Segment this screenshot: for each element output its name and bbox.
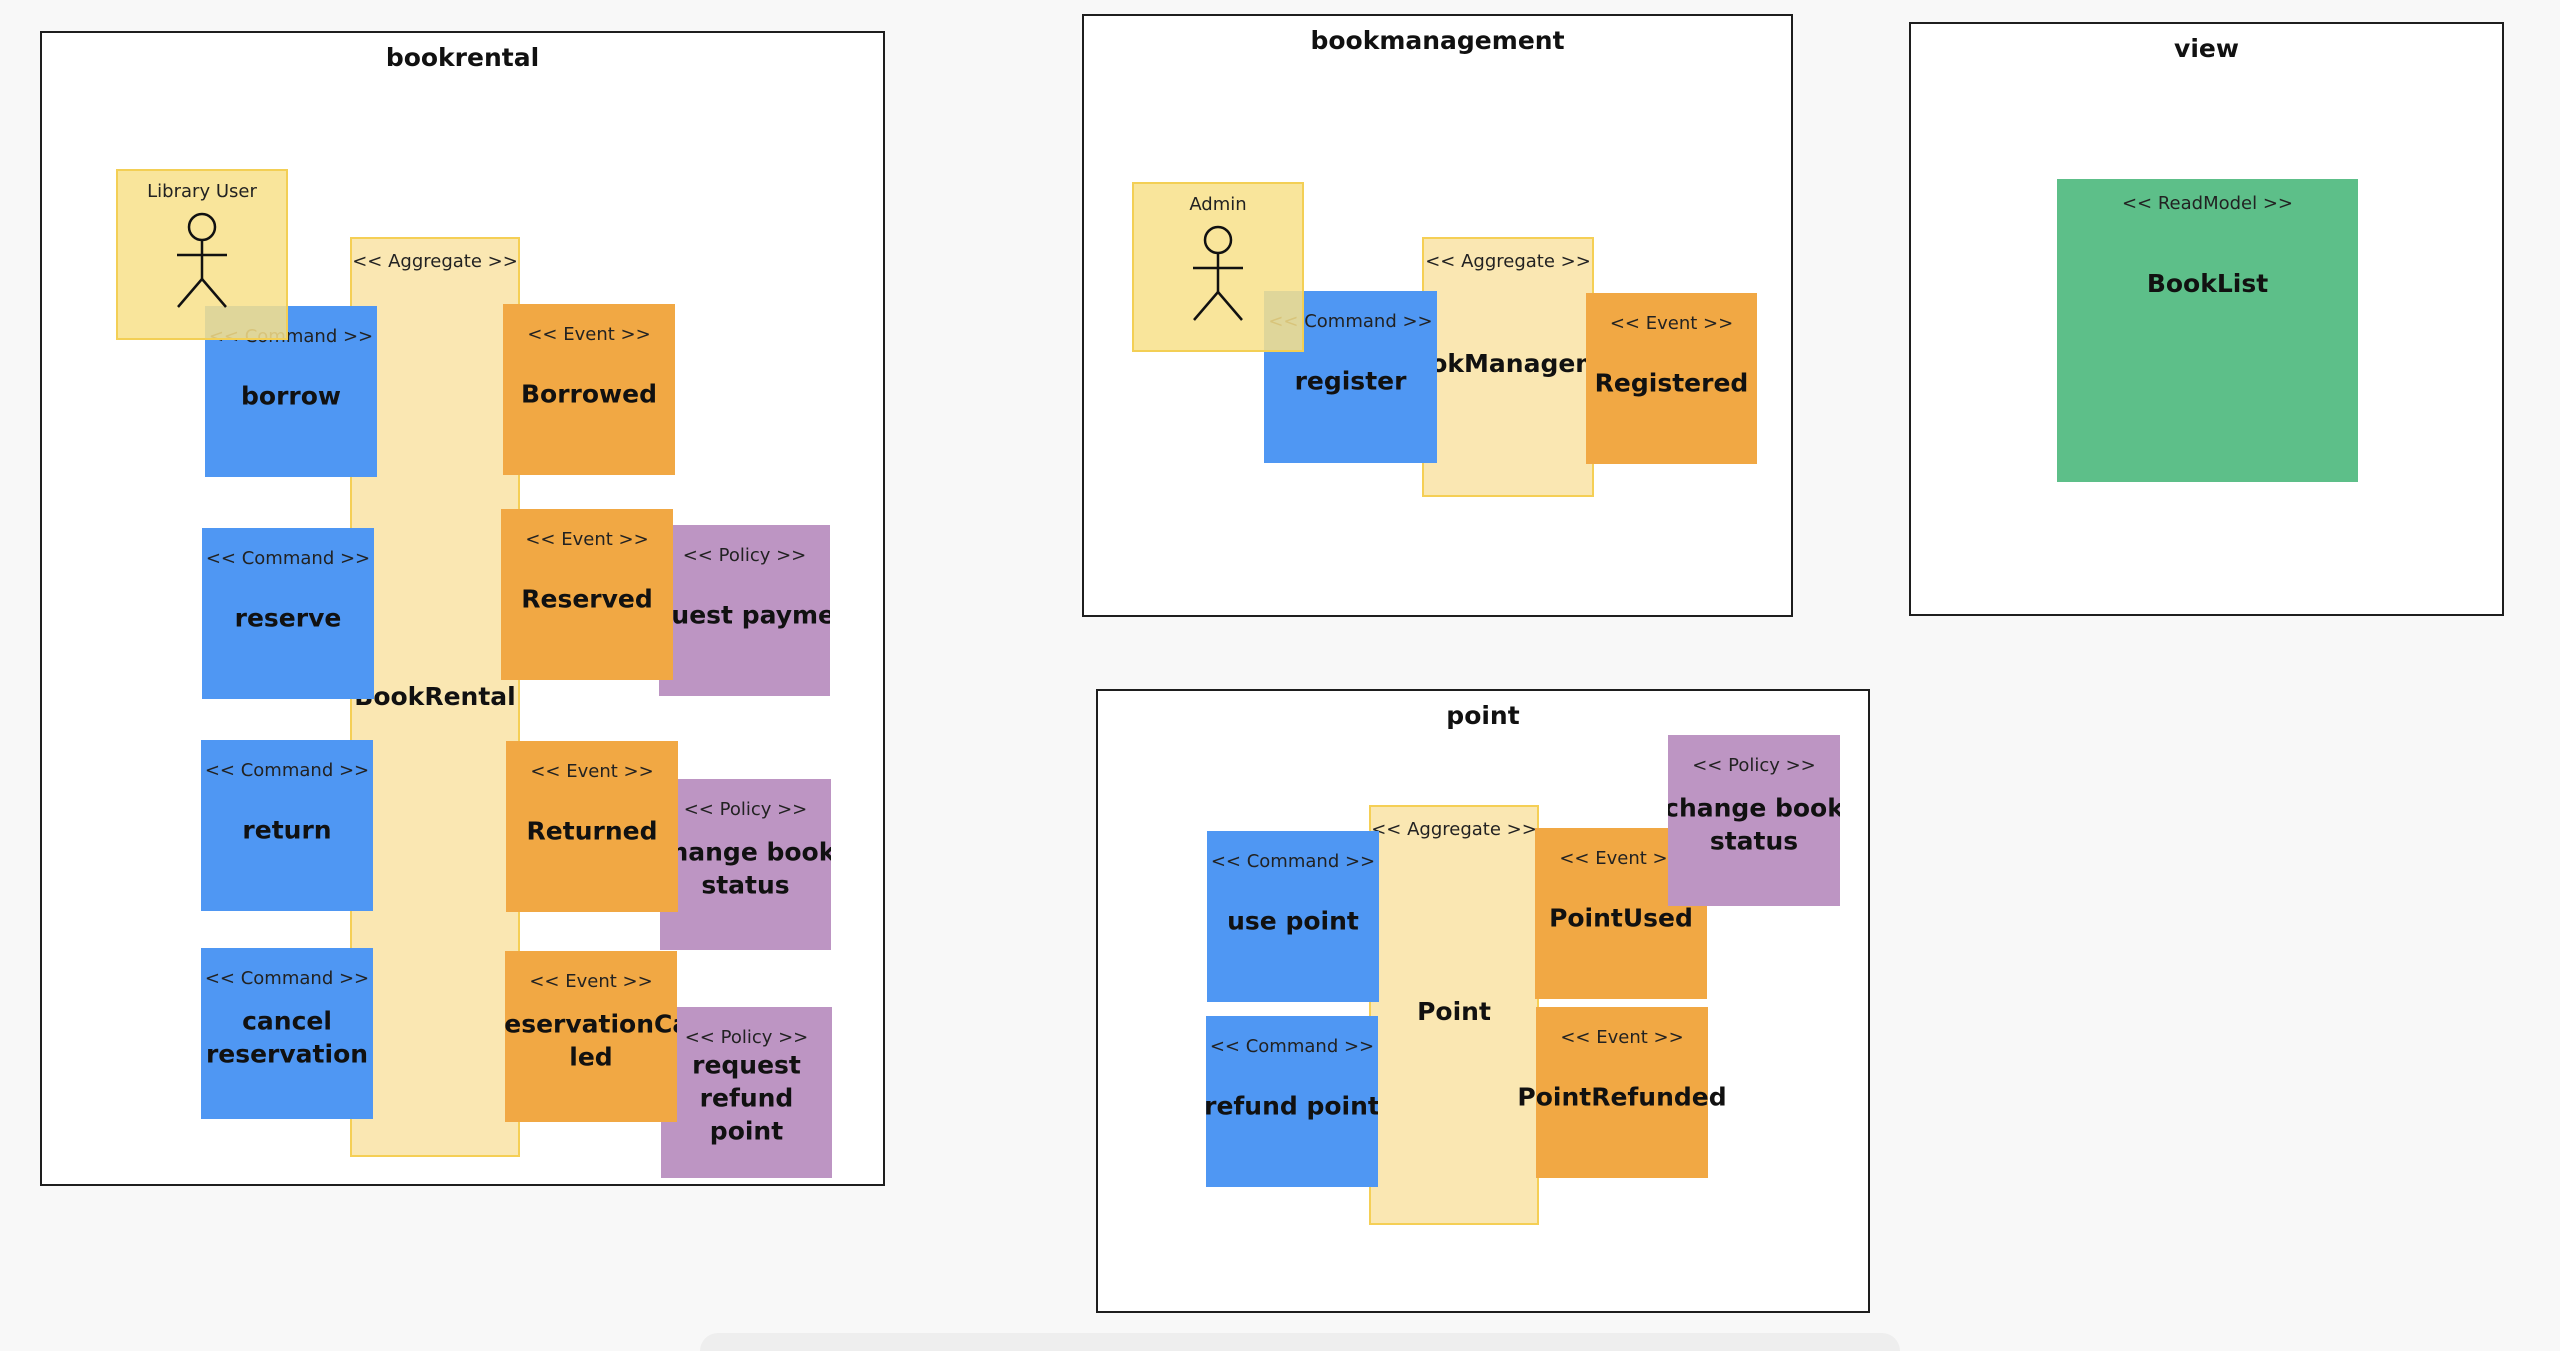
readmodel-stereotype: << ReadModel >> bbox=[2121, 193, 2294, 214]
command-name: register bbox=[1294, 366, 1407, 396]
bounded-context-title: point bbox=[1446, 701, 1520, 730]
event-point-refunded[interactable]: << Event >> PointRefunded bbox=[1517, 1007, 1727, 1178]
command-refund-point[interactable]: << Command >> refund point bbox=[1206, 1016, 1378, 1187]
event-stereotype: << Event >> bbox=[1609, 313, 1734, 334]
command-stereotype: << Command >> bbox=[1268, 311, 1433, 332]
event-stereotype: << Event >> bbox=[525, 529, 649, 550]
command-reserve[interactable]: << Command >> reserve bbox=[202, 528, 374, 699]
command-use-point[interactable]: << Command >> use point bbox=[1207, 831, 1379, 1002]
aggregate-stereotype: << Aggregate >> bbox=[352, 251, 518, 272]
policy-stereotype: << Policy >> bbox=[682, 545, 807, 566]
event-stereotype: << Event >> bbox=[530, 761, 654, 782]
readmodel-booklist[interactable]: << ReadModel >> BookList bbox=[2057, 179, 2358, 482]
actor-name: Library User bbox=[147, 181, 257, 202]
policy-request-payment[interactable]: << Policy >> request payment bbox=[659, 525, 830, 696]
aggregate-point[interactable]: << Aggregate >> Point bbox=[1369, 805, 1539, 1225]
policy-change-book-status[interactable]: << Policy >> change book status bbox=[660, 779, 831, 950]
command-name: cancel reservation bbox=[205, 1005, 369, 1068]
aggregate-bookmanagement[interactable]: << Aggregate >> BookManagement bbox=[1422, 237, 1594, 497]
event-name: Reserved bbox=[521, 583, 653, 613]
command-stereotype: << Command >> bbox=[204, 760, 370, 781]
event-reserved[interactable]: << Event >> Reserved bbox=[501, 509, 673, 680]
policy-stereotype: << Policy >> bbox=[683, 799, 808, 820]
bounded-context-title: bookmanagement bbox=[1310, 26, 1565, 55]
policy-name: change book status bbox=[1668, 792, 1840, 855]
policy-name: change book status bbox=[660, 836, 831, 899]
event-returned[interactable]: << Event >> Returned bbox=[506, 741, 678, 912]
event-name: Registered bbox=[1594, 367, 1749, 397]
command-stereotype: << Command >> bbox=[204, 968, 370, 989]
readmodel-name: BookList bbox=[2146, 269, 2269, 298]
bounded-context-title: bookrental bbox=[385, 43, 540, 72]
actor-admin[interactable]: Admin bbox=[1132, 182, 1304, 352]
event-stereotype: << Event >> bbox=[1560, 1027, 1684, 1048]
event-registered[interactable]: << Event >> Registered bbox=[1586, 293, 1757, 464]
actor-name: Admin bbox=[1189, 194, 1247, 215]
command-cancel-reservation[interactable]: << Command >> cancel reservation bbox=[201, 948, 373, 1119]
command-return[interactable]: << Command >> return bbox=[201, 740, 373, 911]
aggregate-stereotype: << Aggregate >> bbox=[1425, 251, 1591, 272]
bottom-shadow bbox=[700, 1333, 1900, 1351]
aggregate-name: BookManagement bbox=[1424, 349, 1592, 378]
event-name: ReservationCance led bbox=[505, 1008, 677, 1071]
aggregate-bookrental[interactable]: << Aggregate >> BookRental bbox=[350, 237, 520, 1157]
policy-stereotype: << Policy >> bbox=[684, 1027, 809, 1048]
event-name: PointUsed bbox=[1549, 902, 1693, 932]
aggregate-stereotype: << Aggregate >> bbox=[1371, 819, 1537, 840]
event-borrowed[interactable]: << Event >> Borrowed bbox=[503, 304, 675, 475]
policy-change-book-status-point[interactable]: << Policy >> change book status bbox=[1668, 735, 1840, 906]
command-stereotype: << Command >> bbox=[1209, 1036, 1375, 1057]
policy-name: request payment bbox=[659, 599, 830, 629]
aggregate-name: BookRental bbox=[354, 682, 516, 711]
policy-request-refund-point[interactable]: << Policy >> request refund point bbox=[661, 1007, 832, 1178]
command-name: refund point bbox=[1206, 1090, 1378, 1120]
event-name: Borrowed bbox=[520, 378, 657, 408]
event-name: PointRefunded bbox=[1517, 1081, 1727, 1111]
person-icon bbox=[177, 212, 227, 308]
event-stereotype: << Event >> bbox=[529, 971, 653, 992]
event-stereotype: << Event >> bbox=[527, 324, 651, 345]
command-stereotype: << Command >> bbox=[205, 548, 371, 569]
actor-library-user[interactable]: Library User bbox=[116, 169, 288, 340]
aggregate-name: Point bbox=[1417, 997, 1491, 1026]
bounded-context-title: view bbox=[2174, 34, 2239, 63]
command-name: reserve bbox=[234, 602, 342, 632]
person-icon bbox=[1193, 225, 1243, 321]
command-name: borrow bbox=[241, 380, 341, 410]
event-reservation-cancelled[interactable]: << Event >> ReservationCance led bbox=[505, 951, 677, 1122]
policy-name: request refund point bbox=[692, 1049, 801, 1145]
policy-stereotype: << Policy >> bbox=[1692, 755, 1816, 776]
event-stereotype: << Event >> bbox=[1559, 848, 1683, 869]
event-name: Returned bbox=[526, 815, 658, 845]
command-stereotype: << Command >> bbox=[1210, 851, 1376, 872]
command-name: use point bbox=[1227, 905, 1359, 935]
command-name: return bbox=[242, 814, 332, 844]
